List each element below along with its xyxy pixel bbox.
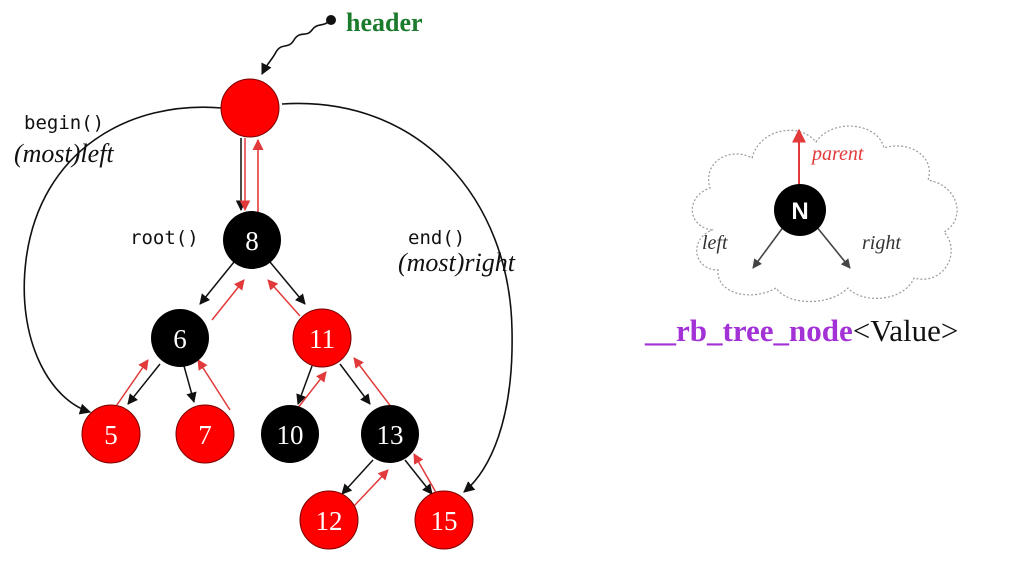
- tree-node-6: 6: [151, 309, 209, 367]
- child-links: [127, 261, 433, 495]
- node-structure-legend: N parent left right: [691, 125, 958, 303]
- parent-links: [111, 279, 439, 507]
- link-11-13: [339, 363, 371, 405]
- link-11-10: [296, 365, 313, 405]
- tree-node-11: 11: [292, 308, 352, 368]
- header-label: header: [346, 8, 423, 37]
- link-13-12: [341, 459, 374, 495]
- end-label: end(): [408, 227, 465, 249]
- tree-node-8: 8: [223, 211, 281, 269]
- parent-7-6: [197, 359, 231, 411]
- tree-node-12: 12: [299, 490, 359, 550]
- end-rightmost-curve: [281, 102, 513, 493]
- root-label: root(): [130, 227, 199, 249]
- node-value: 8: [245, 226, 259, 256]
- link-6-5: [127, 363, 161, 405]
- node-value: 7: [198, 420, 212, 450]
- parent-13-11: [353, 357, 393, 409]
- tree-node-10: 10: [261, 405, 319, 463]
- legend-node: [774, 184, 826, 236]
- parent-label: parent: [810, 143, 864, 165]
- type-name: __rb_tree_node<Value>: [644, 313, 958, 348]
- link-8-11: [269, 261, 306, 305]
- link-8-6: [199, 261, 235, 305]
- left-label: left: [702, 232, 728, 254]
- parent-5-6: [111, 359, 149, 413]
- most-left-label: (most)left: [14, 139, 114, 168]
- parent-6-8: [211, 279, 245, 321]
- link-6-7: [183, 365, 197, 404]
- tree-node-15: 15: [414, 490, 474, 550]
- tree-node-13: 13: [361, 405, 419, 463]
- header-node: [220, 78, 280, 138]
- legend-node-letter: N: [791, 198, 808, 225]
- parent-12-13: [353, 469, 389, 507]
- node-value: 15: [431, 506, 458, 536]
- parent-15-13: [413, 453, 439, 497]
- type-name-struct: __rb_tree_node: [644, 313, 853, 348]
- parent-11-8: [267, 279, 301, 317]
- node-value: 11: [309, 324, 335, 354]
- node-value: 10: [277, 420, 304, 450]
- begin-leftmost-curve: [23, 106, 223, 415]
- link-13-15: [404, 459, 433, 495]
- type-name-param: <Value>: [853, 313, 959, 348]
- left-pointer-arrow: [752, 225, 785, 269]
- header-pointer: header: [261, 8, 423, 76]
- right-label: right: [862, 232, 901, 254]
- right-pointer-arrow: [815, 225, 851, 269]
- node-value: 6: [173, 324, 187, 354]
- most-right-label: (most)right: [398, 248, 516, 277]
- begin-label: begin(): [24, 112, 104, 134]
- node-value: 12: [316, 506, 343, 536]
- tree-node-7: 7: [175, 404, 235, 464]
- node-value: 5: [104, 420, 118, 450]
- tree-node-5: 5: [81, 404, 141, 464]
- node-value: 13: [377, 420, 404, 450]
- header-squiggle-arrow: [261, 19, 332, 76]
